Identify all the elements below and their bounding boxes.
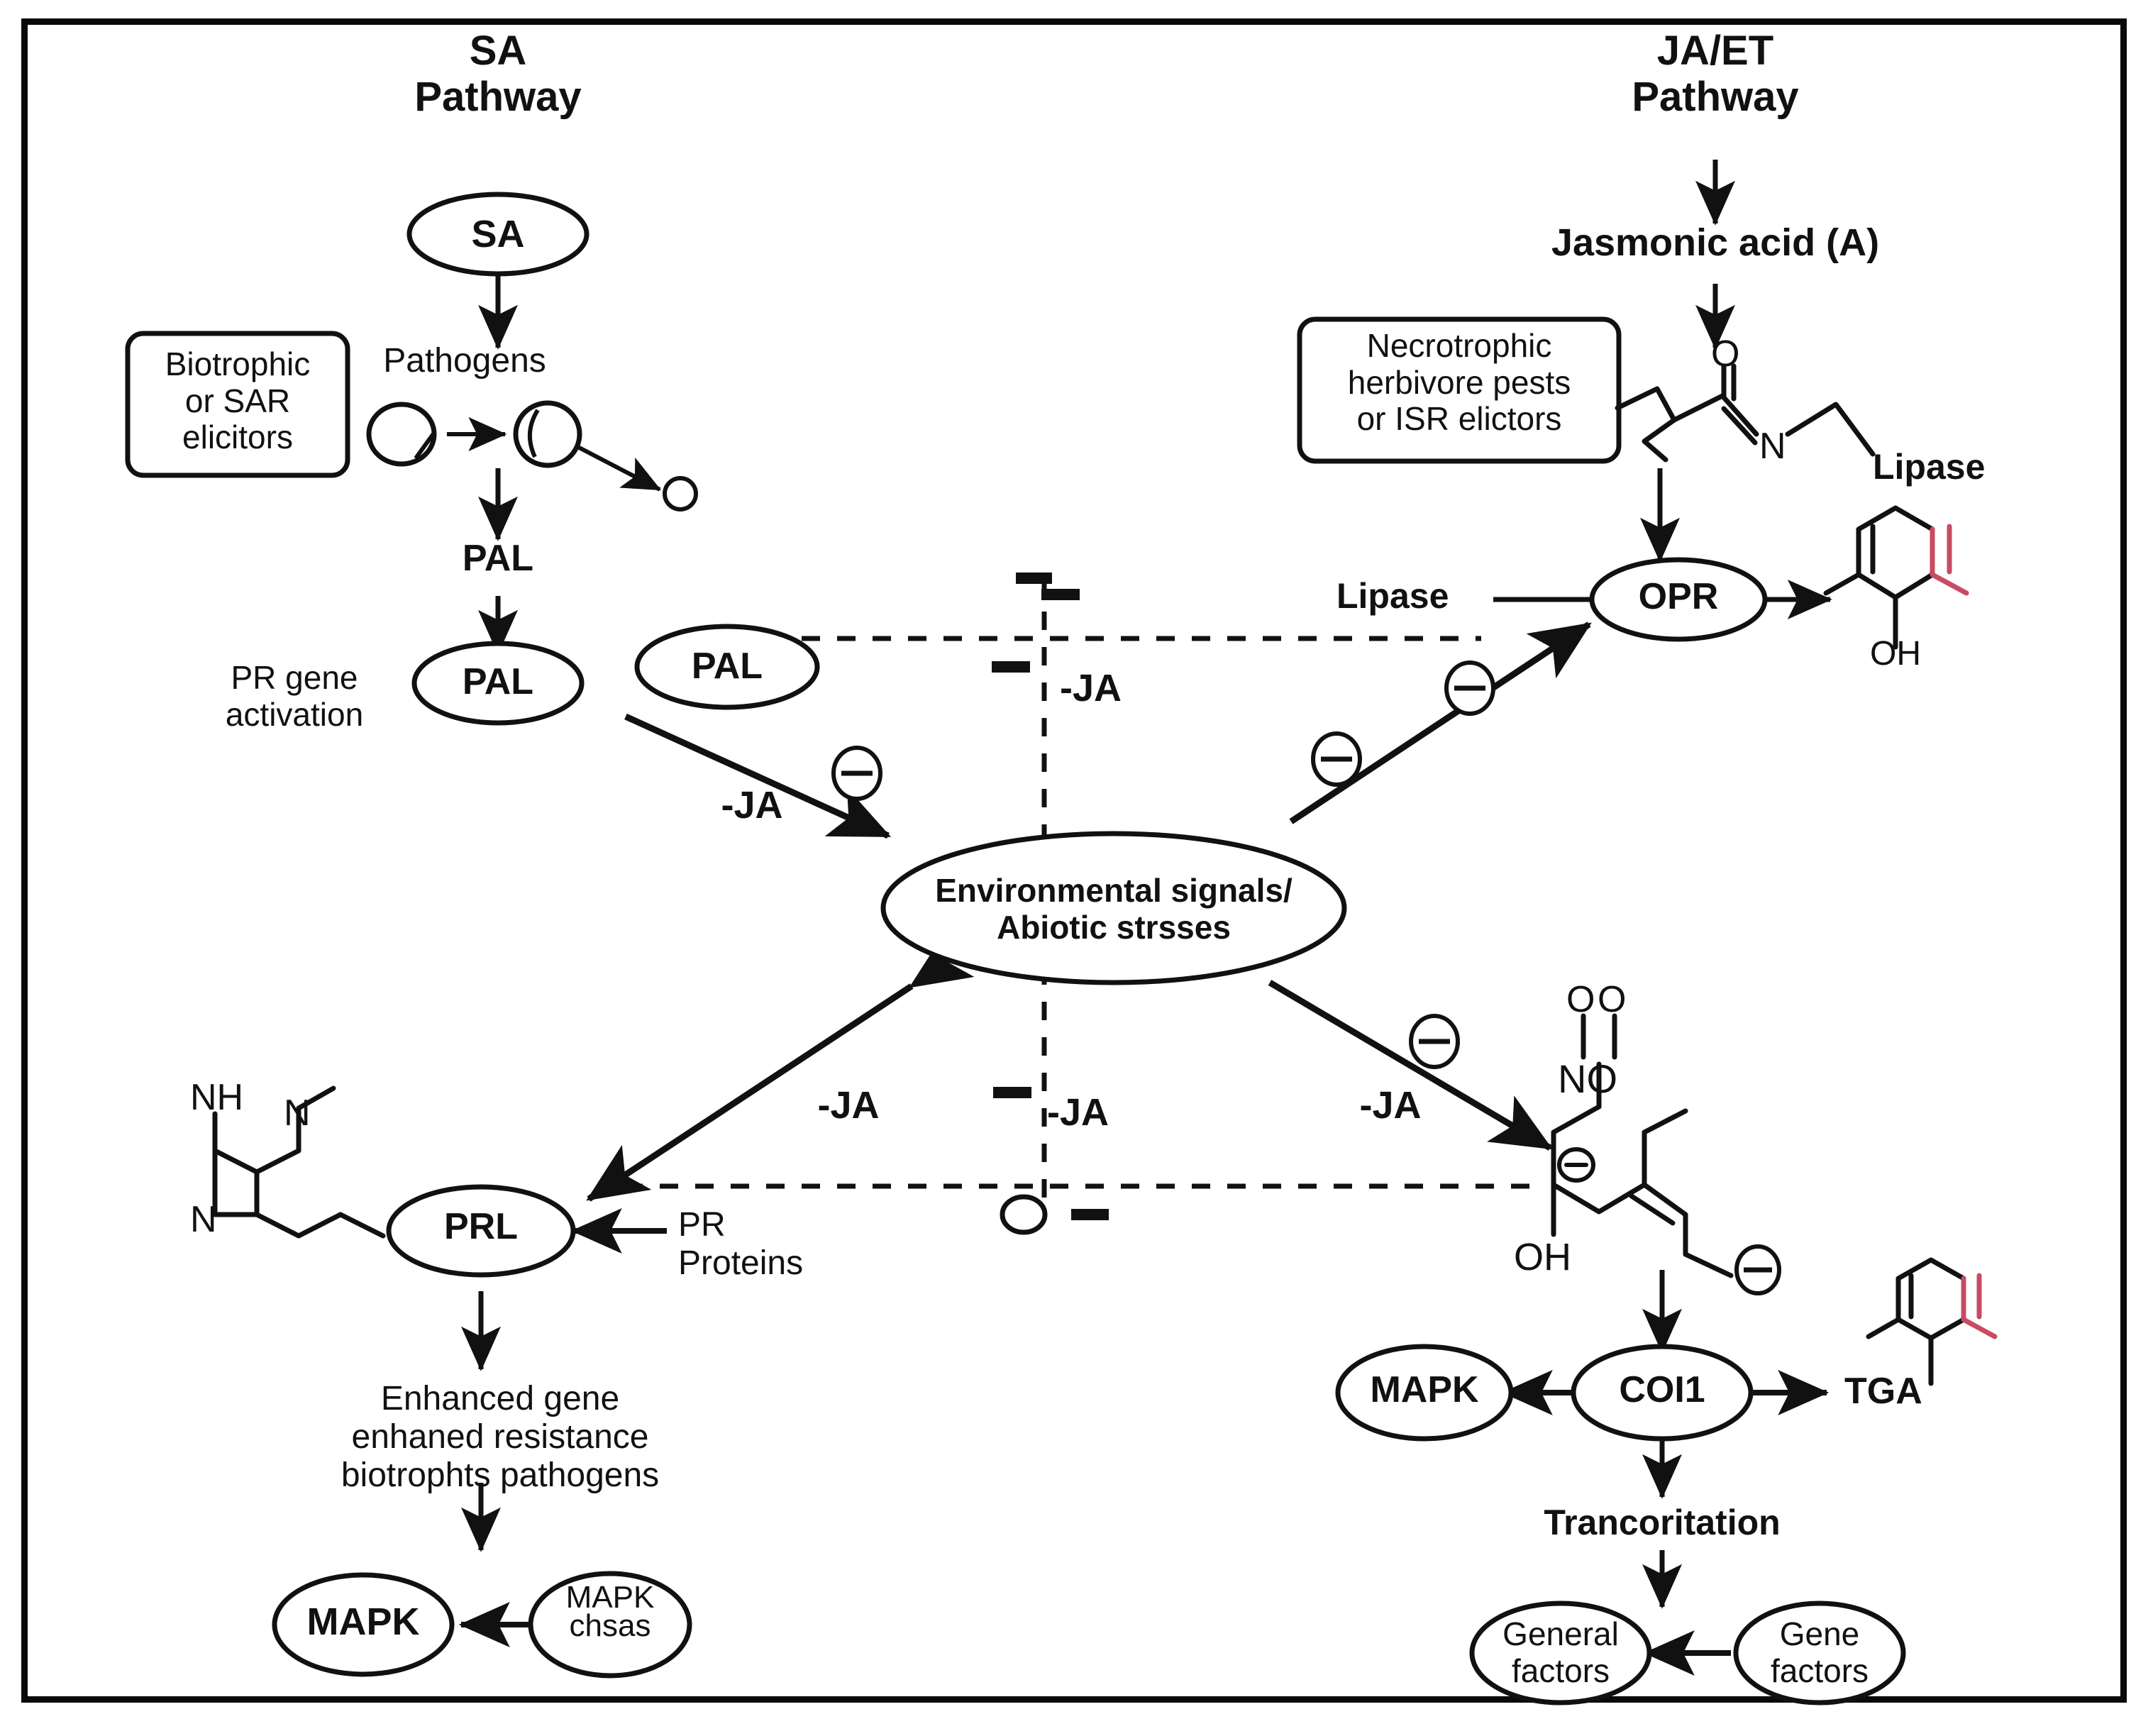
arrow-pathogen-b-to-small <box>570 441 662 492</box>
sa-pathway-title: SA Pathway <box>414 28 582 120</box>
general-factors-label: General factors <box>1502 1615 1619 1689</box>
coi1-ellipse-label: COI1 <box>1619 1369 1705 1410</box>
pal-ellipse-1-shape <box>411 641 585 726</box>
tga-label: TGA <box>1844 1371 1922 1412</box>
inhibition-marker-layer <box>831 660 1781 1295</box>
lipase-left-label: Lipase <box>1336 576 1449 616</box>
struct-n-top-label: N <box>284 1093 311 1134</box>
general-factors-ellipse-shape <box>1469 1600 1652 1705</box>
pal-ellipse-2-shape <box>634 624 820 710</box>
pr-proteins-label: PR Proteins <box>678 1206 804 1282</box>
struct-oh-label: OH <box>1514 1236 1571 1278</box>
ja-et-pathway-title: JA/ET Pathway <box>1632 28 1799 120</box>
edge-label-ja-lower-left: -JA <box>817 1084 880 1127</box>
pathogens-label: Pathogens <box>383 342 546 380</box>
mapk-left-ellipse-shape <box>272 1572 455 1677</box>
biotrophic-box-shape <box>125 331 350 478</box>
jasmonate-n-label: N <box>1759 426 1786 467</box>
jasmonate-structure <box>1615 363 1876 463</box>
enhanced-gene-resistance-label: Enhanced gene enhaned resistance biotrop… <box>341 1380 660 1494</box>
mapk-right-label: MAPK <box>1370 1369 1479 1410</box>
pathogen-cell-b-shape <box>513 400 582 468</box>
pathogen-cell-a-shape <box>366 402 437 467</box>
edge-label-ja-lower-right: -JA <box>1359 1084 1422 1127</box>
arrow-central-to-prl <box>586 931 975 1202</box>
jasmonate-o-label: O <box>1711 333 1740 375</box>
central-ellipse-shape <box>880 831 1347 985</box>
pal-ellipse-2-label: PAL <box>691 646 763 687</box>
sa-ellipse-shape <box>406 192 590 277</box>
sa-ellipse-label: SA <box>471 213 525 255</box>
arrow-central-to-opr <box>1289 621 1592 824</box>
gene-factors-ellipse-shape <box>1733 1600 1906 1705</box>
necrotrophic-box-shape <box>1297 316 1622 464</box>
prl-ellipse-shape <box>386 1184 576 1278</box>
struct-nh-label: NH <box>190 1077 244 1118</box>
inhibition-marker-pal-branch <box>831 746 882 801</box>
inhibition-marker-no2-chain <box>1734 1244 1781 1295</box>
pathogen-cell-b-inner-shape <box>527 409 540 458</box>
mapk-right-ellipse-shape <box>1335 1344 1514 1442</box>
edge-label-ja-center-top: -JA <box>1060 667 1122 709</box>
node-shape-layer <box>125 192 1906 1705</box>
coi1-ellipse-shape <box>1571 1344 1754 1442</box>
arrow-central-to-no2 <box>1268 980 1553 1151</box>
prl-ellipse-label: PRL <box>444 1206 518 1247</box>
struct-no-label: NO <box>1558 1056 1617 1101</box>
struct-o-right-label: O <box>1598 979 1627 1020</box>
opr-product-structure <box>1823 505 1969 650</box>
arrow-pal2-to-central <box>624 713 892 839</box>
pal-ellipse-1-label: PAL <box>462 661 534 702</box>
lipase-structure-label: Lipase <box>1873 447 1986 487</box>
pal-text-label: PAL <box>462 538 534 579</box>
inhibition-marker-central-opr-high <box>1444 660 1495 716</box>
inhibition-marker-dashed-bottom <box>1000 1194 1048 1235</box>
mapk-chsas-label: MAPK chsas <box>565 1580 655 1644</box>
pathogen-cell-a-inner-shape <box>414 431 436 460</box>
edge-label-ja-left-diagonal: -JA <box>721 784 783 826</box>
necrotrophic-box-label: Necrotrophic herbivore pests or ISR elic… <box>1347 327 1571 438</box>
mapk-chsas-ellipse-shape <box>528 1571 692 1679</box>
pr-gene-activation-label: PR gene activation <box>225 659 364 733</box>
central-ellipse-label: Environmental signals/ Abiotic strsses <box>935 872 1293 946</box>
inhibition-marker-central-no2 <box>1409 1014 1460 1069</box>
purine-structure <box>212 1085 386 1239</box>
dashed-crosstalk-lines <box>624 576 1541 1199</box>
opr-ellipse-label: OPR <box>1638 576 1719 617</box>
struct-n-bottom-label: N <box>190 1199 217 1240</box>
biotrophic-or-sar-elicitors-box-label: Biotrophic or SAR elicitors <box>165 345 311 456</box>
struct-o-left-label: O <box>1566 979 1595 1020</box>
nitro-enol-structure <box>1551 1013 1734 1278</box>
edge-label-ja-center-bottom: -JA <box>1047 1091 1109 1134</box>
opr-ellipse-shape <box>1589 557 1768 642</box>
opr-product-oh-label: OH <box>1870 635 1921 673</box>
trancoritation-label: Trancoritation <box>1544 1503 1781 1542</box>
jasmonic-acid-label: Jasmonic acid (A) <box>1551 221 1880 264</box>
gene-factors-label: Gene factors <box>1770 1615 1869 1689</box>
mapk-left-label: MAPK <box>306 1600 420 1643</box>
pathogen-spore-shape <box>663 476 698 512</box>
chem-structure-layer <box>212 363 1998 1386</box>
minus-bar-group <box>992 573 1109 1220</box>
inhibition-marker-central-opr-low <box>1311 731 1362 787</box>
arrow-layer <box>397 160 1832 1676</box>
tga-ring-structure <box>1866 1257 1998 1386</box>
